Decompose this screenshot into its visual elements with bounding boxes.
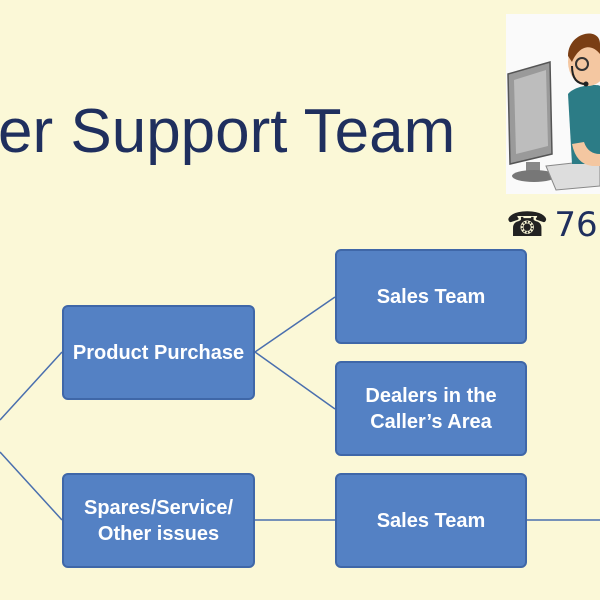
node-spares-service: Spares/Service/ Other issues <box>62 473 255 568</box>
node-product-purchase: Product Purchase <box>62 305 255 400</box>
connector-product-to-dealers <box>254 351 336 410</box>
phone-number-text: 76 <box>554 205 598 245</box>
phone-number: ☎76 <box>506 205 598 245</box>
connector-product-to-sales <box>254 296 336 353</box>
connector-root-to-spares <box>0 451 63 521</box>
node-sales-team-bottom: Sales Team <box>335 473 527 568</box>
support-agent-illustration <box>507 33 600 191</box>
slide-title: er Support Team <box>0 97 456 166</box>
connector-root-to-product <box>0 351 63 421</box>
support-agent-image <box>506 14 600 194</box>
node-sales-team-top: Sales Team <box>335 249 527 344</box>
telephone-icon: ☎ <box>506 205 549 245</box>
node-dealers-area: Dealers in the Caller’s Area <box>335 361 527 456</box>
